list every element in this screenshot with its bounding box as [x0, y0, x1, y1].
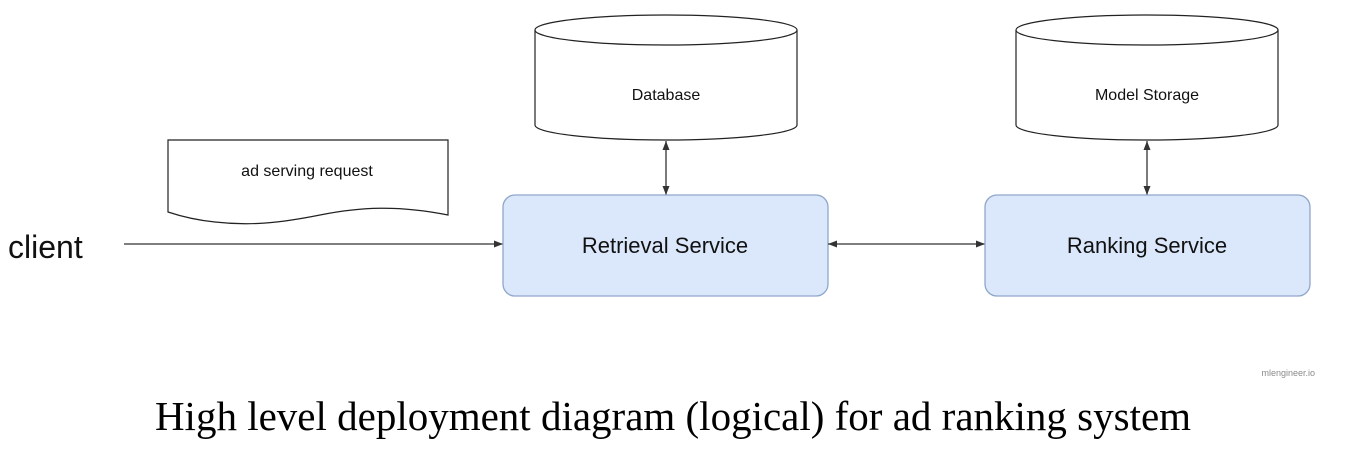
retrieval-service-node: Retrieval Service [502, 194, 829, 297]
model-storage-label: Model Storage [1095, 87, 1199, 104]
figure-caption: High level deployment diagram (logical) … [154, 393, 1192, 439]
ranking-service-label: Ranking Service [1067, 233, 1227, 258]
ranking-service-node: Ranking Service [984, 194, 1311, 297]
database-cylinder: Database [534, 14, 798, 141]
watermark: mlengineer.io [1261, 368, 1315, 378]
document-label: ad serving request [241, 163, 373, 180]
client-label: client [8, 229, 83, 265]
ad-serving-request-document: ad serving request [167, 139, 449, 225]
retrieval-service-label: Retrieval Service [582, 233, 748, 258]
model-storage-cylinder: Model Storage [1015, 14, 1279, 141]
database-label: Database [632, 87, 701, 104]
